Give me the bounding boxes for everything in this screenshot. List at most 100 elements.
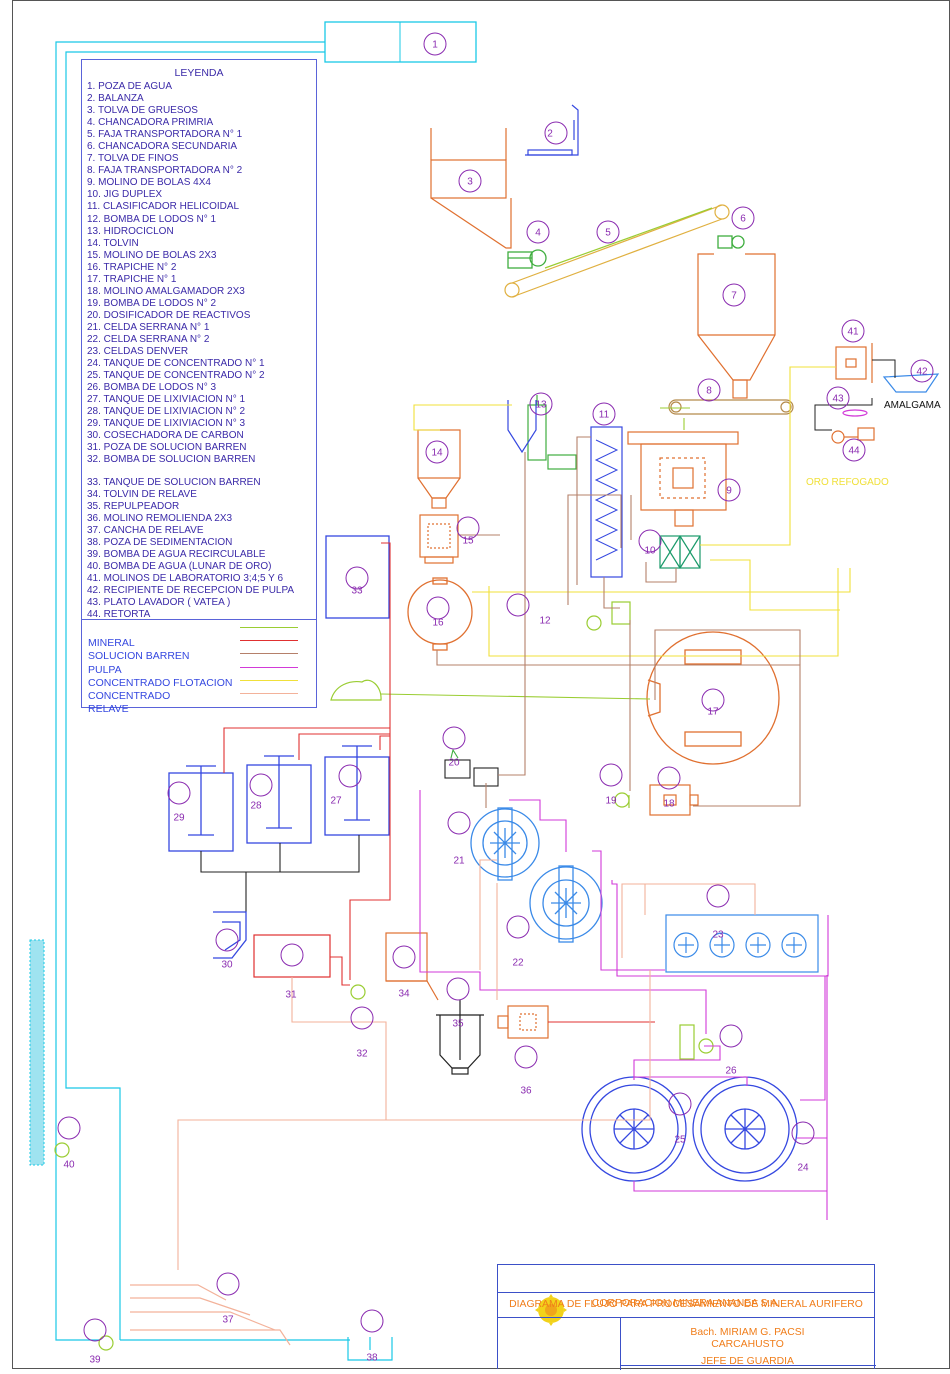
number-badge-circle (351, 1007, 373, 1029)
equipment-11-clasificador (591, 427, 622, 577)
legend-item: 11. CLASIFICADOR HELICOIDAL (87, 201, 294, 213)
equipment-number: 20 (448, 758, 460, 769)
pump-40 (55, 1143, 69, 1157)
legend-key-swatch (240, 680, 298, 681)
number-badge-circle (427, 597, 449, 619)
pump-12 (587, 602, 630, 630)
number-badge-circle (393, 946, 415, 968)
equipment-33-tanque-barren (326, 536, 389, 618)
legend-item: 21. CELDA SERRANA N° 1 (87, 322, 294, 334)
title-block: CORPORACION MINERA ANANEA S.A. (497, 1264, 875, 1369)
equipment-23-celdas-denver (666, 915, 818, 972)
equipment-number: 27 (330, 796, 342, 807)
equipment-35-repulpeador (436, 1000, 484, 1074)
legend-title: LEYENDA (82, 67, 316, 79)
legend-item: 26. BOMBA DE LODOS N° 3 (87, 382, 294, 394)
number-badge-circle (281, 944, 303, 966)
equipment-number: 13 (535, 400, 547, 411)
legend-item: 29. TANQUE DE LIXIVIACION N° 3 (87, 418, 294, 430)
lixiviation-drain (201, 835, 359, 912)
equipment-number: 40 (63, 1160, 75, 1171)
equipment-number: 10 (644, 546, 656, 557)
legend-divider (82, 619, 316, 620)
legend-item: 6. CHANCADORA SECUNDARIA (87, 141, 294, 153)
legend-item: 39. BOMBA DE AGUA RECIRCULABLE (87, 549, 294, 561)
legend-item: 13. HIDROCICLON (87, 226, 294, 238)
number-badge-circle (792, 1122, 814, 1144)
number-badge-circle (250, 774, 272, 796)
title-row-divider-1 (498, 1292, 874, 1293)
equipment-31-poza-barren (254, 935, 330, 977)
legend-item: 30. COSECHADORA DE CARBON (87, 430, 294, 442)
equipment-number: 26 (725, 1066, 737, 1077)
legend-item: 5. FAJA TRANSPORTADORA N° 1 (87, 129, 294, 141)
equipment-number: 42 (916, 367, 928, 378)
equipment-number: 4 (535, 228, 541, 239)
legend-item: 41. MOLINOS DE LABORATORIO 3;4;5 Y 6 (87, 573, 294, 585)
legend-key-label: PULPA (88, 664, 232, 677)
equipment-number: 33 (351, 586, 363, 597)
number-badge-circle (168, 782, 190, 804)
equipment-36-molino-remolienda (498, 1006, 548, 1038)
equipment-3-tolva-de-gruesos (431, 128, 511, 248)
equipment-number: 23 (712, 930, 724, 941)
legend-item: 18. MOLINO AMALGAMADOR 2X3 (87, 286, 294, 298)
legend-key-label: SOLUCION BARREN (88, 650, 232, 663)
cyclone-separator (508, 400, 536, 452)
legend-item: 33. TANQUE DE SOLUCION BARREN (87, 477, 294, 489)
equipment-21-celda-serrana-1 (471, 808, 539, 880)
equipment-4-chancadora-primaria (508, 250, 546, 268)
equipment-5-faja-1 (505, 205, 729, 297)
annotation-amalgama: AMALGAMA (884, 400, 941, 411)
number-badge-circle (217, 1273, 239, 1295)
legend-item: 3. TOLVA DE GRUESOS (87, 105, 294, 117)
legend-item: 38. POZA DE SEDIMENTACION (87, 537, 294, 549)
equipment-number: 9 (726, 486, 732, 497)
equipment-7-tolva-de-finos (698, 254, 775, 398)
equipment-10-jig-duplex (660, 536, 700, 568)
equipment-number: 6 (740, 214, 746, 225)
equipment-number: 22 (512, 958, 524, 969)
legend-item: 8. FAJA TRANSPORTADORA N° 2 (87, 165, 294, 177)
equipment-22-celda-serrana-2 (530, 866, 602, 942)
equipment-number: 30 (221, 960, 233, 971)
legend-item: 22. CELDA SERRANA N° 2 (87, 334, 294, 346)
legend-item: 23. CELDAS DENVER (87, 346, 294, 358)
legend-item: 43. PLATO LAVADOR ( VATEA ) (87, 597, 294, 609)
legend-item: 40. BOMBA DE AGUA (LUNAR DE ORO) (87, 561, 294, 573)
equipment-number: 3 (467, 177, 473, 188)
legend-key-label: RELAVE (88, 703, 232, 716)
equipment-44-retorta (832, 428, 874, 443)
pump-26 (680, 1025, 713, 1059)
number-badge-circle (443, 727, 465, 749)
equipment-43-plato-lavador (843, 410, 867, 416)
legend-item: 28. TANQUE DE LIXIVIACION N° 2 (87, 406, 294, 418)
author-last-name: CARCAHUSTO (620, 1339, 875, 1350)
number-badge-circle (84, 1319, 106, 1341)
legend-item: 35. REPULPEADOR (87, 501, 294, 513)
equipment-number: 21 (453, 856, 465, 867)
legend-key-label: CONCENTRADO (88, 690, 232, 703)
legend-item: 19. BOMBA DE LODOS N° 2 (87, 298, 294, 310)
equipment-number: 14 (431, 448, 443, 459)
equipment-number: 1 (432, 40, 438, 51)
legend-key-label: MINERAL (88, 637, 232, 650)
equipment-14-tolvin (418, 430, 460, 508)
title-row-divider-2 (498, 1317, 874, 1318)
legend-item: 24. TANQUE DE CONCENTRADO N° 1 (87, 358, 294, 370)
equipment-17-trapiche-1 (647, 632, 779, 764)
number-badge-circle (515, 1046, 537, 1068)
legend-key-swatch (240, 640, 298, 641)
equipment-34-tolvin-relave (386, 933, 438, 1000)
legend-item: 27. TANQUE DE LIXIVIACION N° 1 (87, 394, 294, 406)
equipment-number: 11 (599, 410, 610, 421)
equipment-27-29-tanques-lixiviacion (169, 746, 389, 851)
equipment-number: 18 (663, 799, 675, 810)
legend-item: 42. RECIPIENTE DE RECEPCION DE PULPA (87, 585, 294, 597)
equipment-number: 39 (89, 1355, 101, 1366)
equipment-number: 35 (452, 1019, 464, 1030)
number-badge-circle (507, 916, 529, 938)
equipment-16-trapiche-2 (408, 578, 472, 650)
